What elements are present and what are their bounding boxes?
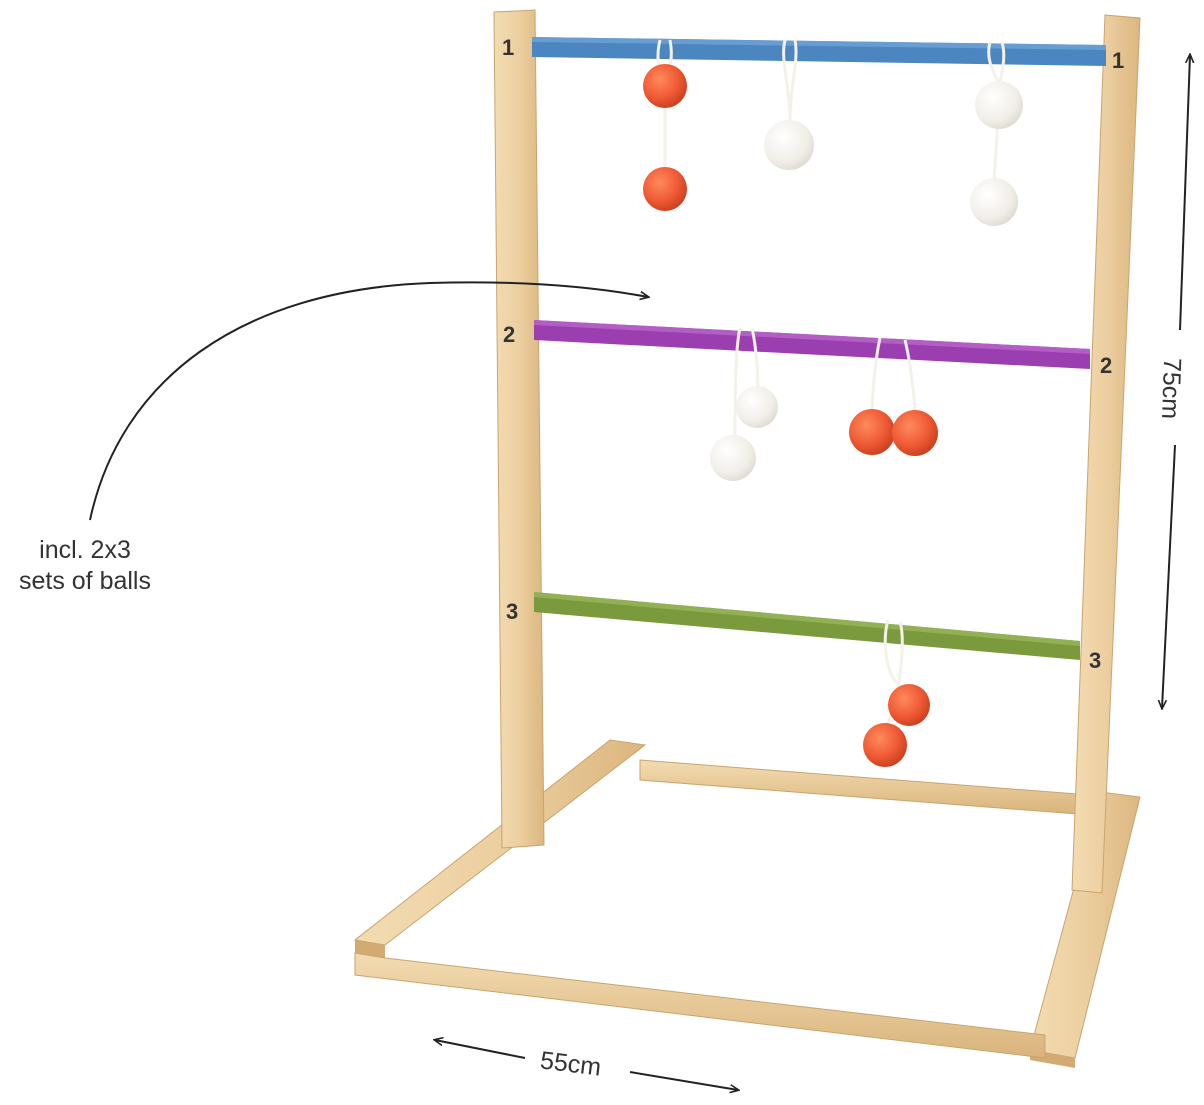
height-arrow-upper bbox=[1179, 55, 1190, 331]
bola-orange-rung3 bbox=[863, 619, 930, 767]
bola-white-rung2 bbox=[710, 327, 778, 481]
height-dimension-label: 75cm bbox=[1156, 357, 1187, 420]
left-post bbox=[493, 9, 545, 849]
rung-3-label-right: 3 bbox=[1089, 648, 1102, 673]
base-left-rail bbox=[353, 739, 647, 946]
width-arrow-right bbox=[629, 1071, 738, 1090]
bola-white-rung1 bbox=[764, 39, 814, 170]
rung-1-label-left: 1 bbox=[502, 35, 515, 60]
rung-3-label-left: 3 bbox=[506, 599, 519, 624]
rung-2-label-left: 2 bbox=[503, 322, 516, 347]
base-front-rail bbox=[354, 952, 1046, 1059]
bola-white-rung1-b bbox=[970, 41, 1023, 226]
height-arrow-lower bbox=[1162, 444, 1176, 708]
caption-line-2: sets of balls bbox=[18, 567, 151, 595]
rung-2-label-right: 2 bbox=[1100, 353, 1113, 378]
callout-arrow bbox=[89, 281, 648, 521]
bola-orange-rung2 bbox=[849, 337, 938, 456]
rung-1-label-right: 1 bbox=[1112, 48, 1125, 73]
caption-line-1: incl. 2x3 bbox=[39, 536, 131, 564]
bola-orange-rung1 bbox=[643, 39, 687, 211]
width-arrow-left bbox=[435, 1040, 526, 1059]
base-back-rail bbox=[639, 759, 1091, 816]
right-post bbox=[1071, 14, 1141, 894]
balls-included-caption: incl. 2x3 sets of balls bbox=[0, 535, 180, 597]
